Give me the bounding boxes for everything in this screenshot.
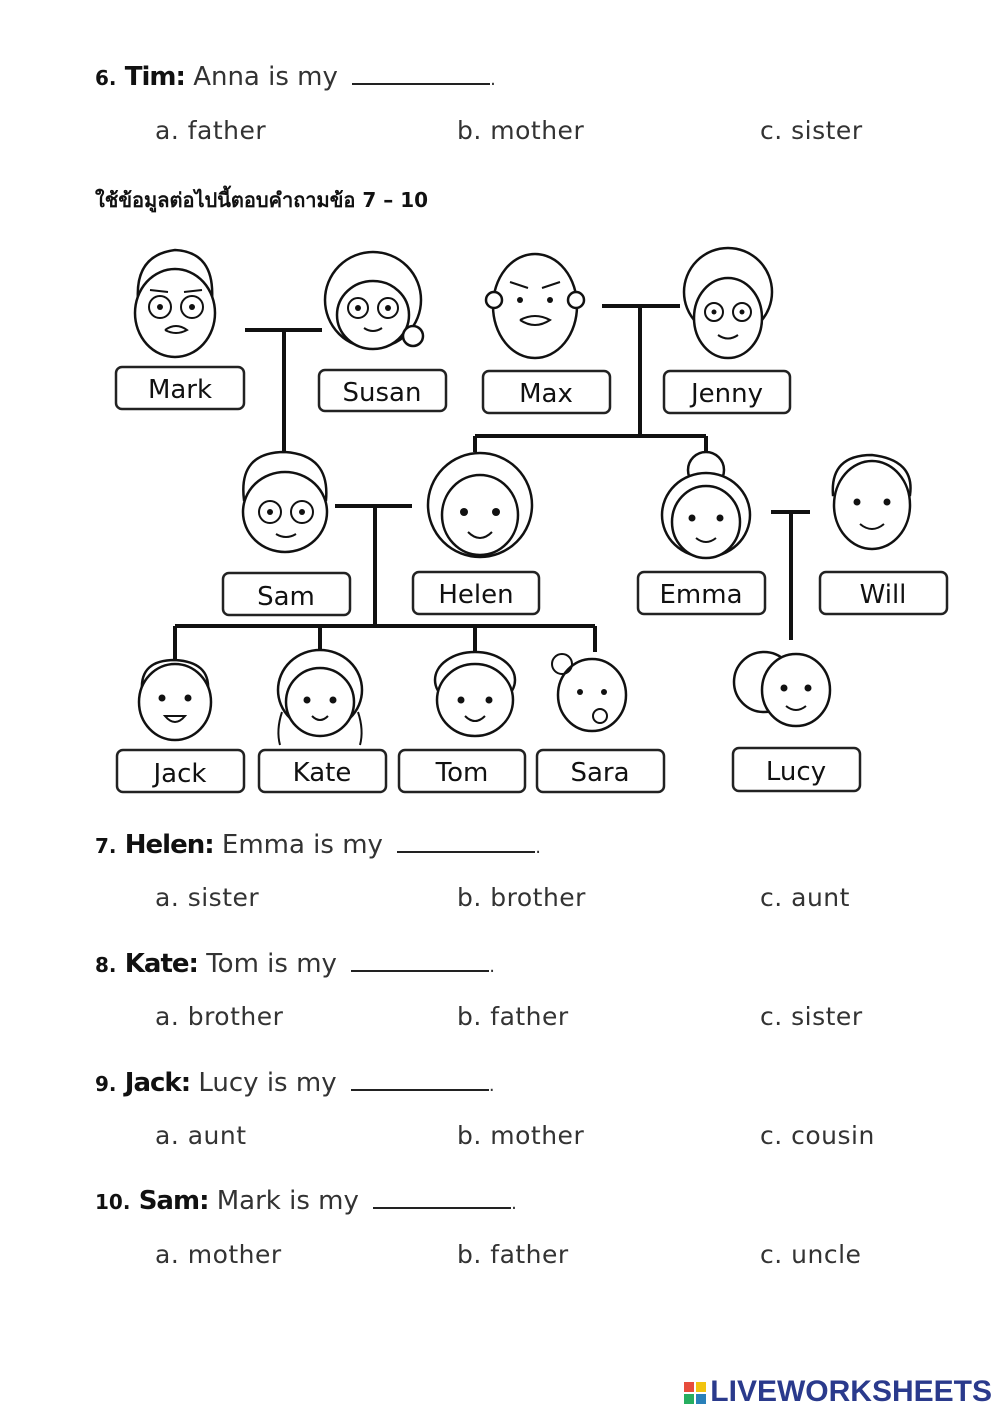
name-box-sara: Sara <box>535 748 666 794</box>
name-mark: Mark <box>148 375 212 405</box>
question-speaker: Helen: <box>124 830 215 860</box>
liveworksheets-logo[interactable]: LIVEWORKSHEETS <box>684 1375 992 1409</box>
option-a[interactable]: a. aunt <box>155 1121 247 1150</box>
name-box-helen: Helen <box>411 570 541 616</box>
option-c[interactable]: c. sister <box>760 116 863 145</box>
question-number: 8. <box>95 953 117 977</box>
answer-blank[interactable] <box>351 950 490 972</box>
question-number: 7. <box>95 834 117 858</box>
option-a[interactable]: a. mother <box>155 1240 282 1269</box>
question-speaker: Sam: <box>138 1186 210 1216</box>
name-box-tom: Tom <box>397 748 527 794</box>
question-speaker: Tim: <box>124 62 186 92</box>
option-c[interactable]: c. aunt <box>760 883 850 912</box>
name-box-lucy: Lucy <box>731 746 862 793</box>
question-10: 10. Sam: Mark is my . <box>95 1186 517 1216</box>
kate-face-icon <box>276 648 364 746</box>
sara-face-icon <box>551 653 628 733</box>
option-a[interactable]: a. sister <box>155 883 260 912</box>
question-number: 10. <box>95 1190 131 1214</box>
name-kate: Kate <box>293 758 352 788</box>
option-a[interactable]: a. brother <box>155 1002 284 1031</box>
name-box-mark: Mark <box>114 365 246 411</box>
sam-face-icon <box>241 450 329 554</box>
name-box-susan: Susan <box>317 368 448 413</box>
name-max: Max <box>519 379 573 409</box>
name-will: Will <box>860 580 907 610</box>
option-b[interactable]: b. mother <box>457 1121 585 1150</box>
logo-text: LIVEWORKSHEETS <box>710 1375 992 1408</box>
option-b[interactable]: b. father <box>457 1240 569 1269</box>
name-box-emma: Emma <box>636 570 767 616</box>
question-number: 9. <box>95 1072 117 1096</box>
susan-face-icon <box>323 250 425 351</box>
name-box-max: Max <box>481 369 612 415</box>
will-face-icon <box>831 453 912 551</box>
question-text: Lucy is my <box>198 1068 337 1098</box>
question-text: Mark is my <box>216 1186 359 1216</box>
answer-blank[interactable] <box>352 63 491 85</box>
option-c[interactable]: c. sister <box>760 1002 863 1031</box>
name-box-jenny: Jenny <box>662 369 792 415</box>
option-c[interactable]: c. cousin <box>760 1121 875 1150</box>
name-box-kate: Kate <box>257 748 388 794</box>
option-c[interactable]: c. uncle <box>760 1240 862 1269</box>
lucy-face-icon <box>732 650 832 728</box>
question-text: Anna is my <box>193 62 338 92</box>
name-jenny: Jenny <box>689 379 763 409</box>
name-tom: Tom <box>435 758 489 788</box>
tom-face-icon <box>433 650 517 738</box>
question-7: 7. Helen: Emma is my . <box>95 830 541 860</box>
name-susan: Susan <box>343 378 422 408</box>
name-sara: Sara <box>570 758 629 788</box>
question-text: Tom is my <box>206 949 337 979</box>
answer-blank[interactable] <box>350 1069 489 1091</box>
question-number: 6. <box>95 66 117 90</box>
question-8: 8. Kate: Tom is my . <box>95 949 495 979</box>
jenny-face-icon <box>682 246 774 360</box>
instruction-text: ใช้ข้อมูลต่อไปนี้ตอบคำถามข้อ 7 – 10 <box>95 188 429 212</box>
name-emma: Emma <box>659 580 742 610</box>
logo-grid-icon <box>684 1382 707 1405</box>
name-helen: Helen <box>438 580 513 610</box>
name-box-sam: Sam <box>221 571 352 617</box>
name-jack: Jack <box>152 759 207 789</box>
option-b[interactable]: b. mother <box>457 116 585 145</box>
answer-blank[interactable] <box>397 831 536 853</box>
name-sam: Sam <box>257 582 315 612</box>
question-6: 6. Tim: Anna is my . <box>95 62 496 92</box>
emma-face-icon <box>660 450 752 560</box>
option-b[interactable]: b. father <box>457 1002 569 1031</box>
helen-face-icon <box>426 451 534 559</box>
jack-face-icon <box>137 658 213 742</box>
question-9: 9. Jack: Lucy is my . <box>95 1068 495 1098</box>
name-box-jack: Jack <box>115 748 246 794</box>
option-a[interactable]: a. father <box>155 116 267 145</box>
question-speaker: Kate: <box>124 949 199 979</box>
name-lucy: Lucy <box>766 757 826 787</box>
mark-face-icon <box>133 248 217 359</box>
max-face-icon <box>484 252 586 360</box>
question-text: Emma is my <box>221 830 383 860</box>
option-b[interactable]: b. brother <box>457 883 586 912</box>
question-speaker: Jack: <box>124 1068 191 1098</box>
name-box-will: Will <box>818 570 949 616</box>
answer-blank[interactable] <box>373 1187 512 1209</box>
